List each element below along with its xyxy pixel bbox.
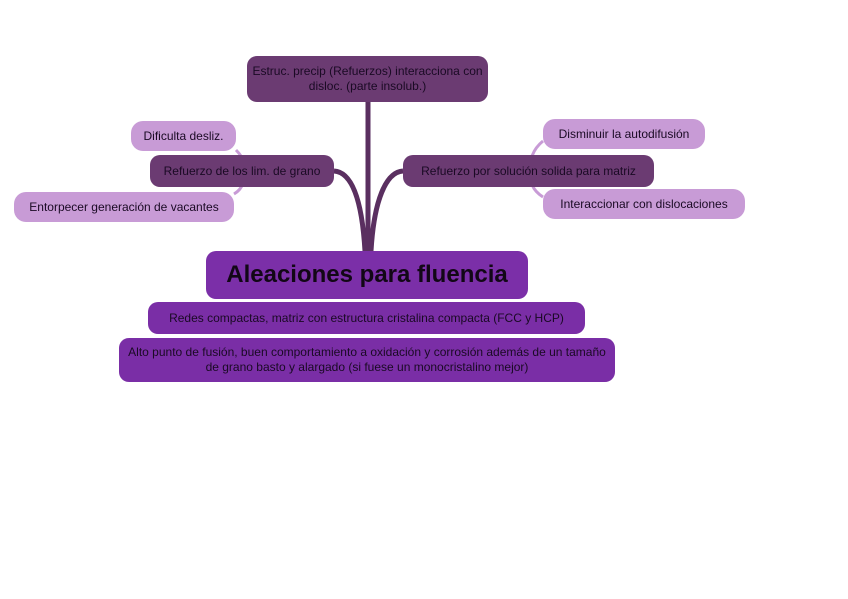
leaf-dificulta-desliz[interactable]: Dificulta desliz.: [131, 121, 236, 151]
central-topic[interactable]: Aleaciones para fluencia: [206, 251, 528, 299]
leaf-disminuir-autodifusion[interactable]: Disminuir la autodifusión: [543, 119, 705, 149]
topic-estruc-precip[interactable]: Estruc. precip (Refuerzos) interacciona …: [247, 56, 488, 102]
connector-central-right: [368, 168, 404, 252]
topic-refuerzo-lim-grano[interactable]: Refuerzo de los lim. de grano: [150, 155, 334, 187]
topic-refuerzo-solucion-solida[interactable]: Refuerzo por solución solida para matriz: [403, 155, 654, 187]
subtopic-alto-punto-fusion[interactable]: Alto punto de fusión, buen comportamient…: [119, 338, 615, 382]
leaf-entorpecer-vacantes[interactable]: Entorpecer generación de vacantes: [14, 192, 234, 222]
connector-central-left: [333, 168, 368, 252]
subtopic-redes-compactas[interactable]: Redes compactas, matriz con estructura c…: [148, 302, 585, 334]
leaf-interaccionar-dislocaciones[interactable]: Interaccionar con dislocaciones: [543, 189, 745, 219]
